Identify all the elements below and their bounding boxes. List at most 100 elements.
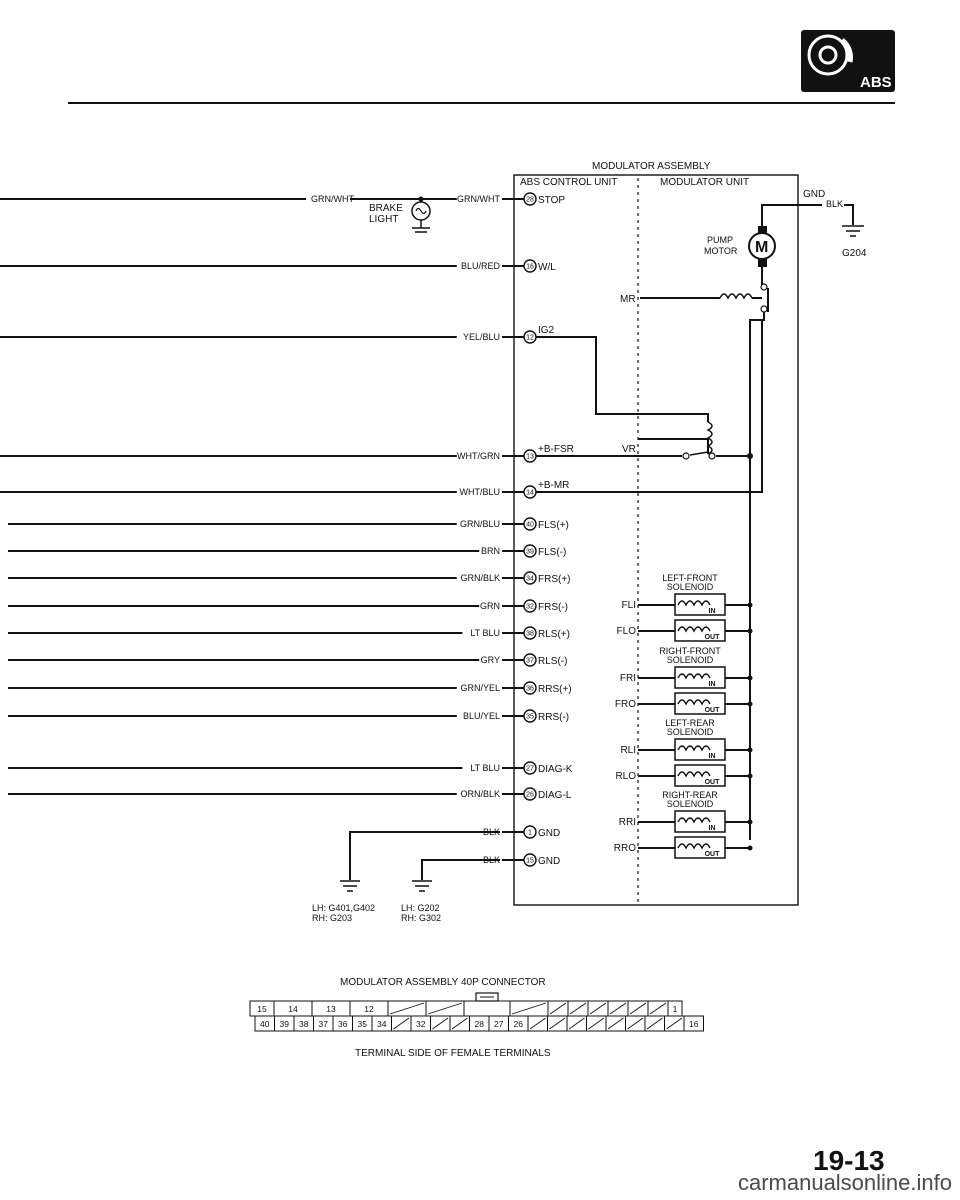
ground-symbol-left-icon bbox=[340, 880, 360, 892]
pin-function-12: IG2 bbox=[538, 325, 555, 336]
solenoid-subtitle: SOLENOID bbox=[667, 799, 714, 809]
ground-symbol-right-icon bbox=[412, 880, 432, 892]
solenoid-subtitle: SOLENOID bbox=[667, 582, 714, 592]
pin-number-26: 26 bbox=[526, 792, 534, 799]
pin-circle-icon bbox=[523, 787, 537, 801]
pin-number-1: 1 bbox=[528, 830, 532, 837]
coil-direction-label: OUT bbox=[705, 707, 721, 714]
pin-number-14: 14 bbox=[526, 490, 534, 497]
pin-circle-icon bbox=[523, 709, 537, 723]
pump-motor-icon: M bbox=[748, 226, 776, 267]
solenoid-coil-icon bbox=[677, 673, 711, 680]
pin-circle-icon bbox=[523, 192, 537, 206]
wire-label-16: BLU/RED bbox=[461, 261, 501, 271]
pin-circle-icon bbox=[523, 653, 537, 667]
wire-label-34: GRN/BLK bbox=[460, 573, 500, 583]
solenoid-layer: LEFT-FRONTSOLENOIDFLIINFLOOUTRIGHT-FRONT… bbox=[614, 573, 753, 859]
ground-left-label-1: LH: G401,G402 bbox=[312, 903, 375, 913]
pin-function-15: GND bbox=[538, 856, 560, 867]
mr-switch-icon bbox=[760, 283, 769, 313]
mr-coil-icon bbox=[719, 293, 753, 300]
pin-function-37: RLS(-) bbox=[538, 656, 567, 667]
ground-g204-icon bbox=[842, 225, 864, 237]
pin-function-32: FRS(-) bbox=[538, 602, 568, 613]
pin-function-35: RRS(-) bbox=[538, 712, 569, 723]
pin-number-37: 37 bbox=[526, 658, 534, 665]
modulator-unit-label: MODULATOR UNIT bbox=[660, 177, 749, 188]
wire-label-1: BLK bbox=[483, 827, 500, 837]
pin-circle-icon bbox=[523, 626, 537, 640]
connector-bottom-terminal: 35 bbox=[358, 1019, 368, 1029]
pin-function-27: DIAG-K bbox=[538, 764, 573, 775]
pin-circle-icon bbox=[523, 517, 537, 531]
ground-left-label-2: RH: G203 bbox=[312, 913, 352, 923]
connector-bottom-terminal: 37 bbox=[319, 1019, 329, 1029]
abs-badge: ABS bbox=[801, 30, 895, 92]
brake-light-label-1: BRAKE bbox=[369, 203, 403, 214]
connector-bottom-terminal: 16 bbox=[689, 1019, 699, 1029]
wire-label-35: BLU/YEL bbox=[463, 711, 500, 721]
pin-function-1: GND bbox=[538, 828, 560, 839]
connector-bottom-terminal: 26 bbox=[514, 1019, 524, 1029]
wire-label-28: GRN/WHT bbox=[457, 194, 500, 204]
wire-label-27: LT BLU bbox=[470, 763, 500, 773]
solenoid-pin-label: FRI bbox=[620, 673, 636, 684]
pin-26: ORN/BLK 26 DIAG-L bbox=[8, 787, 572, 801]
pin-number-38: 38 bbox=[526, 631, 534, 638]
motor-symbol: M bbox=[755, 239, 768, 256]
pin-circle-icon bbox=[523, 449, 537, 463]
pin-circle-icon bbox=[523, 571, 537, 585]
pin-circle-icon bbox=[523, 330, 537, 344]
pin-circle-icon bbox=[523, 681, 537, 695]
solenoid-pin-label: RLI bbox=[620, 745, 636, 756]
pin-circle-icon bbox=[523, 599, 537, 613]
connector-top-terminal: 12 bbox=[364, 1004, 374, 1014]
brake-light-bulb-icon bbox=[411, 201, 431, 233]
watermark: carmanualsonline.info bbox=[737, 1170, 952, 1195]
pin-circle-icon bbox=[523, 259, 537, 273]
solenoid-pin-label: FLO bbox=[617, 626, 637, 637]
connector-top-terminal: 1 bbox=[673, 1004, 678, 1014]
coil-direction-label: OUT bbox=[705, 851, 721, 858]
connector-bottom-terminal: 36 bbox=[338, 1019, 348, 1029]
pin-1: BLK 1 GND bbox=[483, 825, 560, 839]
connector-top-terminal: 15 bbox=[257, 1004, 267, 1014]
coil-direction-label: IN bbox=[709, 608, 716, 615]
wire-label-37: GRY bbox=[481, 655, 500, 665]
pin-function-34: FRS(+) bbox=[538, 574, 571, 585]
pump-label-2: MOTOR bbox=[704, 246, 738, 256]
pin-circle-icon bbox=[523, 761, 537, 775]
pin-16: BLU/RED 16 W/L bbox=[0, 259, 556, 273]
solenoid-pin-label: RRI bbox=[619, 817, 636, 828]
pin-function-26: DIAG-L bbox=[538, 790, 572, 801]
pin-function-14: +B-MR bbox=[538, 480, 569, 491]
pin-function-36: RRS(+) bbox=[538, 684, 572, 695]
assembly-title: MODULATOR ASSEMBLY bbox=[592, 161, 711, 172]
connector-top-terminal: 14 bbox=[288, 1004, 298, 1014]
wire-label-14: WHT/BLU bbox=[460, 487, 501, 497]
solenoid-coil-icon bbox=[677, 626, 711, 633]
wire-label-26: ORN/BLK bbox=[460, 789, 500, 799]
pin-function-39: FLS(-) bbox=[538, 547, 566, 558]
solenoid-title: LEFT-FRONT bbox=[662, 573, 718, 583]
pin-function-16: W/L bbox=[538, 262, 556, 273]
wire-label-12: YEL/BLU bbox=[463, 332, 500, 342]
mr-label: MR bbox=[620, 294, 636, 305]
coil-direction-label: IN bbox=[709, 681, 716, 688]
pin-number-35: 35 bbox=[526, 714, 534, 721]
pin-number-16: 16 bbox=[526, 264, 534, 271]
solenoid-coil-icon bbox=[677, 699, 711, 706]
connector-bottom-terminal: 34 bbox=[377, 1019, 387, 1029]
pump-label-1: PUMP bbox=[707, 235, 733, 245]
connector-bottom-terminal: 39 bbox=[280, 1019, 290, 1029]
gnd-wire-label: BLK bbox=[826, 199, 843, 209]
